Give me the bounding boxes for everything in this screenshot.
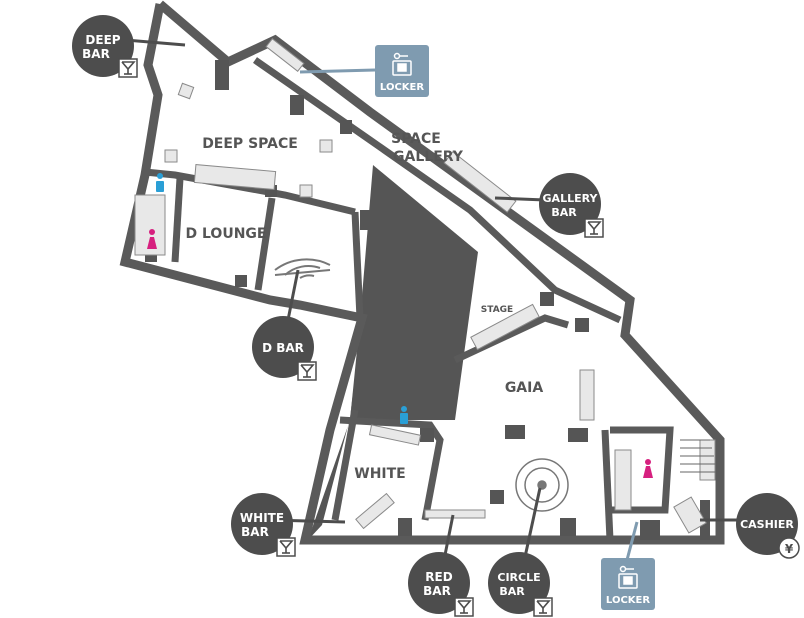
female-restroom-icon	[643, 459, 653, 478]
room-gaia: GAIA	[505, 380, 544, 396]
gallery-bar-label-1: GALLERY	[543, 192, 599, 205]
room-stage: STAGE	[481, 305, 513, 315]
d-bar-marker[interactable]: D BAR	[252, 316, 317, 381]
main-corridor	[350, 165, 478, 420]
room-white: WHITE	[354, 466, 405, 482]
stairs	[680, 439, 716, 473]
d-bar-counter	[274, 258, 331, 279]
cashier-marker[interactable]: CASHIER ¥	[736, 493, 800, 559]
cocktail-glass-icon	[457, 600, 472, 614]
cocktail-glass-icon	[536, 600, 551, 614]
white-bar-label-2: BAR	[241, 525, 269, 539]
outer-walls	[119, 0, 725, 545]
locker-pointer-lines	[299, 68, 639, 561]
male-restroom-icon	[400, 406, 408, 424]
cocktail-glass-icon	[279, 540, 294, 554]
key-locker-icon	[618, 565, 638, 589]
locker-top-label: LOCKER	[380, 82, 424, 93]
deep-bar-label-1: DEEP	[85, 33, 120, 47]
locker-bottom-label: LOCKER	[606, 595, 650, 606]
cocktail-glass-icon	[121, 61, 136, 75]
circle-bar-marker[interactable]: CIRCLE BAR	[488, 552, 553, 617]
deep-bar-marker[interactable]: DEEP BAR	[72, 15, 138, 78]
key-locker-icon	[392, 52, 412, 76]
locker-top-marker[interactable]: LOCKER	[375, 45, 429, 97]
circle-bar-counter	[515, 458, 569, 512]
circle-bar-label-2: BAR	[499, 585, 525, 598]
circle-bar-label-1: CIRCLE	[497, 571, 540, 584]
deep-bar-label-2: BAR	[82, 47, 110, 61]
room-deep-space: DEEP SPACE	[202, 136, 298, 152]
yen-icon: ¥	[785, 542, 794, 556]
red-bar-label-2: BAR	[423, 584, 451, 598]
gallery-bar-marker[interactable]: GALLERY BAR	[539, 173, 604, 238]
red-bar-marker[interactable]: RED BAR	[408, 552, 474, 617]
cashier-label: CASHIER	[740, 518, 794, 531]
room-d-lounge: D LOUNGE	[186, 226, 267, 242]
white-bar-label-1: WHITE	[240, 511, 284, 525]
female-restroom-icon	[147, 229, 157, 249]
white-bar-marker[interactable]: WHITE BAR	[231, 493, 296, 557]
locker-bottom-marker[interactable]: LOCKER	[601, 558, 655, 610]
gallery-bar-label-2: BAR	[551, 206, 577, 219]
cocktail-glass-icon	[587, 221, 602, 235]
room-space-gallery-line2: GALLERY	[393, 149, 464, 165]
cocktail-glass-icon	[300, 364, 315, 378]
red-bar-label-1: RED	[425, 570, 452, 584]
male-restroom-icon	[156, 173, 164, 192]
d-bar-label: D BAR	[262, 341, 304, 355]
room-space-gallery-line1: SPACE	[391, 131, 441, 147]
